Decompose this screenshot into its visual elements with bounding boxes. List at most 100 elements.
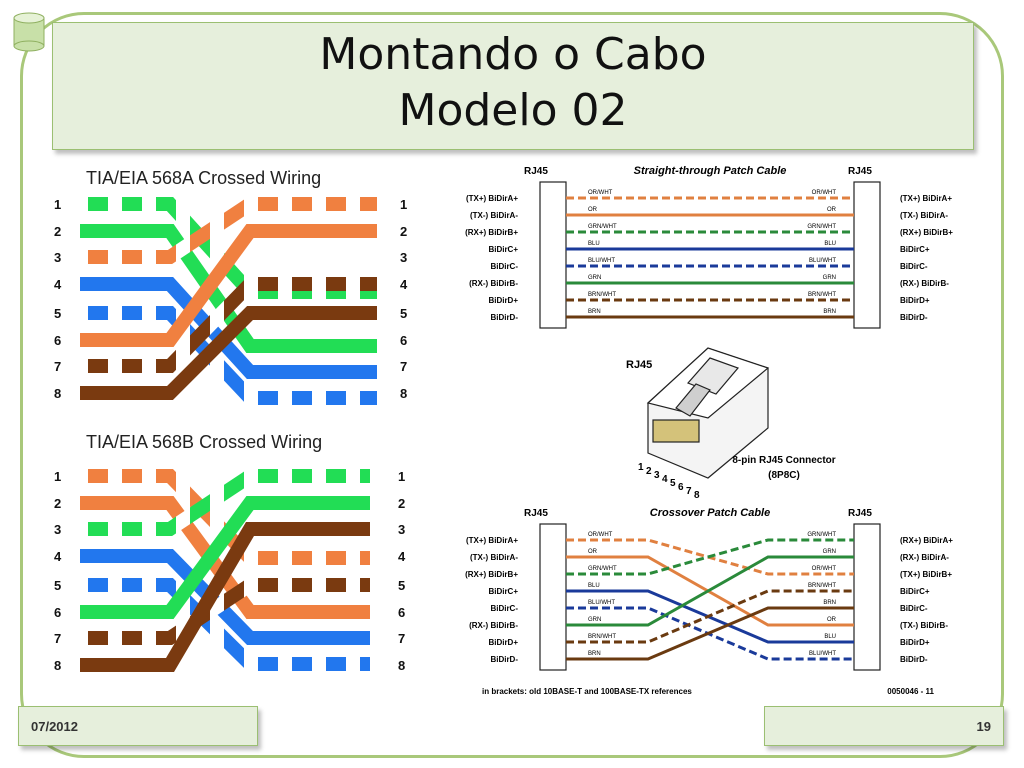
crossover-wires xyxy=(566,538,854,661)
wire-color-label: GRN xyxy=(823,275,836,281)
pin-label: 6 xyxy=(54,605,61,620)
signal-label: BiDirC+ xyxy=(488,587,518,596)
signal-label: (TX+) BiDirA+ xyxy=(900,194,952,203)
wire-b-pin3 xyxy=(80,469,370,536)
signal-label: BiDirD- xyxy=(900,655,928,664)
wire-color-label: BRN xyxy=(823,600,836,606)
pin-label: 4 xyxy=(54,277,62,292)
cross-left-connector xyxy=(539,523,567,671)
signal-label: BiDirC- xyxy=(490,604,518,613)
wire-color-label: BRN/WHT xyxy=(588,292,616,298)
pin-label: 8 xyxy=(54,386,61,401)
signal-label: BiDirD+ xyxy=(900,296,930,305)
diagram-a-title: TIA/EIA 568A Crossed Wiring xyxy=(86,168,321,188)
diagram-b-pin-labels-right: 1 2 3 4 5 6 7 8 xyxy=(398,469,406,673)
cross-left-signal-labels: (TX+) BiDirA+ (TX-) BiDirA- (RX+) BiDirB… xyxy=(465,536,518,664)
crossover-title: Crossover Patch Cable xyxy=(650,507,770,519)
signal-label: BiDirC+ xyxy=(900,245,930,254)
wire-color-label: OR/WHT xyxy=(812,190,837,196)
pin-label: 4 xyxy=(398,549,406,564)
wire-color-label: OR/WHT xyxy=(588,532,613,538)
footer-page-number: 19 xyxy=(764,706,1004,746)
wire-color-label: GRN/WHT xyxy=(588,224,617,230)
slide-title-line-1: Montando o Cabo xyxy=(319,29,707,80)
wire-color-label: BLU xyxy=(824,241,836,247)
wire-color-label: OR xyxy=(827,617,837,623)
wire-color-label: BLU/WHT xyxy=(809,258,836,264)
signal-label: BiDirD+ xyxy=(488,296,518,305)
wire-color-label: GRN xyxy=(823,549,836,555)
wire-b-pin5 xyxy=(80,578,370,671)
wire-color-label: BLU/WHT xyxy=(809,651,836,657)
footer-date: 07/2012 xyxy=(18,706,258,746)
cross-wire-7 xyxy=(566,589,854,644)
pin-label: 2 xyxy=(54,496,61,511)
signal-label: (RX-) BiDirB- xyxy=(900,279,949,288)
patch-cable-diagrams: RJ45 RJ45 Straight-through Patch Cable (… xyxy=(465,165,953,696)
slide-title-line-2: Modelo 02 xyxy=(398,85,628,136)
pin-number: 5 xyxy=(670,478,676,489)
database-icon xyxy=(13,12,45,52)
pin-label: 1 xyxy=(54,469,61,484)
wire-color-label: BRN xyxy=(823,309,836,315)
pin-label: 7 xyxy=(400,359,407,374)
straight-rj45-left-label: RJ45 xyxy=(524,166,548,177)
wire-a-pin3 xyxy=(80,197,377,264)
pin-label: 5 xyxy=(398,578,405,593)
straight-rj45-right-label: RJ45 xyxy=(848,166,872,177)
signal-label: BiDirD+ xyxy=(900,638,930,647)
cross-wire-8 xyxy=(566,606,854,661)
signal-label: BiDirD+ xyxy=(488,638,518,647)
wire-color-label: BLU/WHT xyxy=(588,258,615,264)
diagram-b-pin-labels-left: 1 2 3 4 5 6 7 8 xyxy=(54,469,62,673)
signal-label: BiDirC- xyxy=(900,262,928,271)
pin-label: 8 xyxy=(398,658,405,673)
pin-label: 8 xyxy=(400,386,407,401)
pin-number: 4 xyxy=(662,474,668,485)
signal-label: (TX-) BiDirA- xyxy=(900,211,948,220)
pin-label: 2 xyxy=(398,496,405,511)
wire-color-label: BRN/WHT xyxy=(808,292,836,298)
diagram-a-pin-labels-left: 1 2 3 4 5 6 7 8 xyxy=(54,197,62,401)
cross-wire-6 xyxy=(566,555,854,627)
wire-color-label: BLU/WHT xyxy=(588,600,615,606)
pin-label: 7 xyxy=(54,359,61,374)
straight-wire-color-labels-right: OR/WHT OR GRN/WHT BLU BLU/WHT GRN BRN/WH… xyxy=(807,190,836,315)
pin-label: 5 xyxy=(400,306,407,321)
straight-left-signal-labels: (TX+) BiDirA+ (TX-) BiDirA- (RX+) BiDirB… xyxy=(465,194,518,322)
pin-number: 6 xyxy=(678,482,684,493)
signal-label: (TX+) BiDirA+ xyxy=(466,194,518,203)
pin-label: 6 xyxy=(400,333,407,348)
wire-color-label: BLU xyxy=(824,634,836,640)
wire-color-label: BRN/WHT xyxy=(588,634,616,640)
pin-label: 1 xyxy=(398,469,405,484)
pin-label: 2 xyxy=(54,224,61,239)
pin-label: 1 xyxy=(400,197,407,212)
straight-left-connector xyxy=(539,181,567,329)
connector-caption-1: 8-pin RJ45 Connector xyxy=(732,455,835,466)
wire-color-label: OR/WHT xyxy=(588,190,613,196)
wire-b-pin1 xyxy=(80,469,370,565)
signal-label: (RX-) BiDirA- xyxy=(900,553,949,562)
wire-a-pin1 xyxy=(80,197,377,299)
wire-color-label: BRN xyxy=(588,651,601,657)
cross-wire-color-labels-left: OR/WHT OR GRN/WHT BLU BLU/WHT GRN BRN/WH… xyxy=(588,532,617,657)
pin-number: 3 xyxy=(654,470,660,481)
pin-label: 6 xyxy=(54,333,61,348)
signal-label: (TX-) BiDirA- xyxy=(470,553,518,562)
pin-number: 1 xyxy=(638,462,644,473)
wire-color-label: GRN xyxy=(588,617,601,623)
pin-label: 2 xyxy=(400,224,407,239)
diagram-a-pin-labels-right: 1 2 3 4 5 6 7 8 xyxy=(400,197,408,401)
pin-number: 8 xyxy=(694,490,700,501)
signal-label: (RX+) BiDirA+ xyxy=(900,536,953,545)
signal-label: BiDirD- xyxy=(900,313,928,322)
wire-b-pin7 xyxy=(80,578,370,645)
wire-b-pin8 xyxy=(80,522,370,672)
connector-caption-2: (8P8C) xyxy=(768,470,800,481)
cross-wire-3 xyxy=(566,538,854,576)
wire-color-label: BRN xyxy=(588,309,601,315)
wire-a-pin6 xyxy=(80,224,377,347)
cross-wire-color-labels-right: GRN/WHT GRN OR/WHT BRN/WHT BRN OR BLU BL… xyxy=(807,532,836,657)
pin-label: 6 xyxy=(398,605,405,620)
